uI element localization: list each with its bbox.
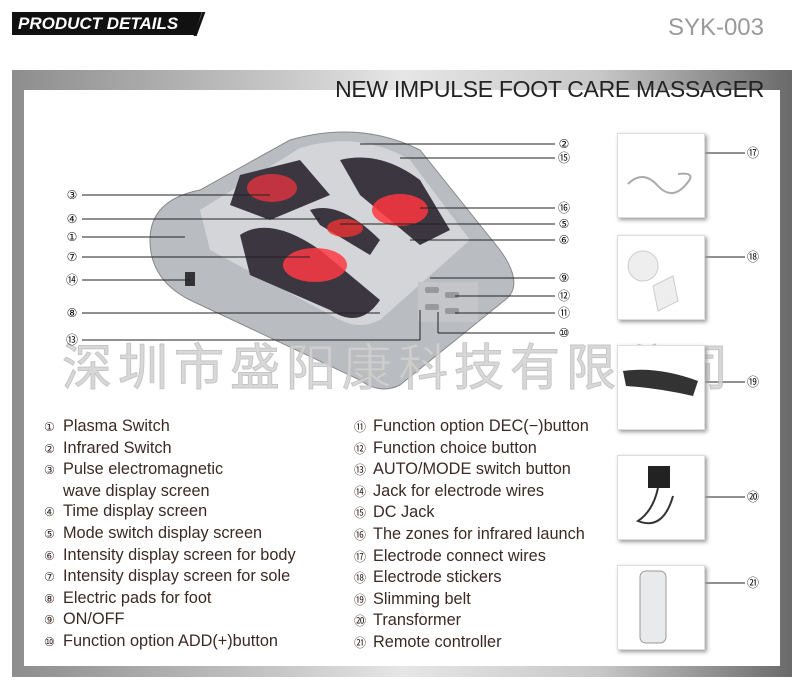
callout-19: ⑲ <box>746 375 759 389</box>
slimming-belt-image <box>617 345 705 430</box>
callout-15: ⑮ <box>557 151 570 165</box>
callout-1: ① <box>66 230 78 244</box>
callout-8: ⑧ <box>66 306 78 320</box>
callout-9: ⑨ <box>558 271 570 285</box>
legend-item: wave display screen <box>63 481 210 500</box>
callout-21: ㉑ <box>746 576 759 590</box>
remote-controller-image <box>617 565 705 650</box>
model-number: SYK-003 <box>667 14 764 41</box>
electrode-wires-image <box>617 133 705 218</box>
callout-3: ③ <box>66 188 78 202</box>
callout-13: ⑬ <box>65 333 78 347</box>
callout-20: ⑳ <box>746 490 759 504</box>
callout-17: ⑰ <box>746 146 759 160</box>
transformer-image <box>617 455 705 540</box>
massager-body <box>149 131 515 390</box>
callout-5: ⑤ <box>558 217 570 231</box>
callout-11: ⑪ <box>557 306 570 320</box>
callout-12: ⑫ <box>557 289 570 303</box>
callout-16: ⑯ <box>557 201 570 215</box>
callout-4: ④ <box>66 212 78 226</box>
callout-2: ② <box>558 137 570 151</box>
callout-6: ⑥ <box>558 233 570 247</box>
product-details-badge: PRODUCT DETAILS <box>12 12 202 35</box>
electrode-stickers-image <box>617 235 705 320</box>
callout-7: ⑦ <box>66 250 78 264</box>
callout-14: ⑭ <box>65 273 78 287</box>
callout-10: ⑩ <box>558 326 570 340</box>
product-title: NEW IMPULSE FOOT CARE MASSAGER <box>335 76 764 102</box>
callout-18: ⑱ <box>746 250 759 264</box>
